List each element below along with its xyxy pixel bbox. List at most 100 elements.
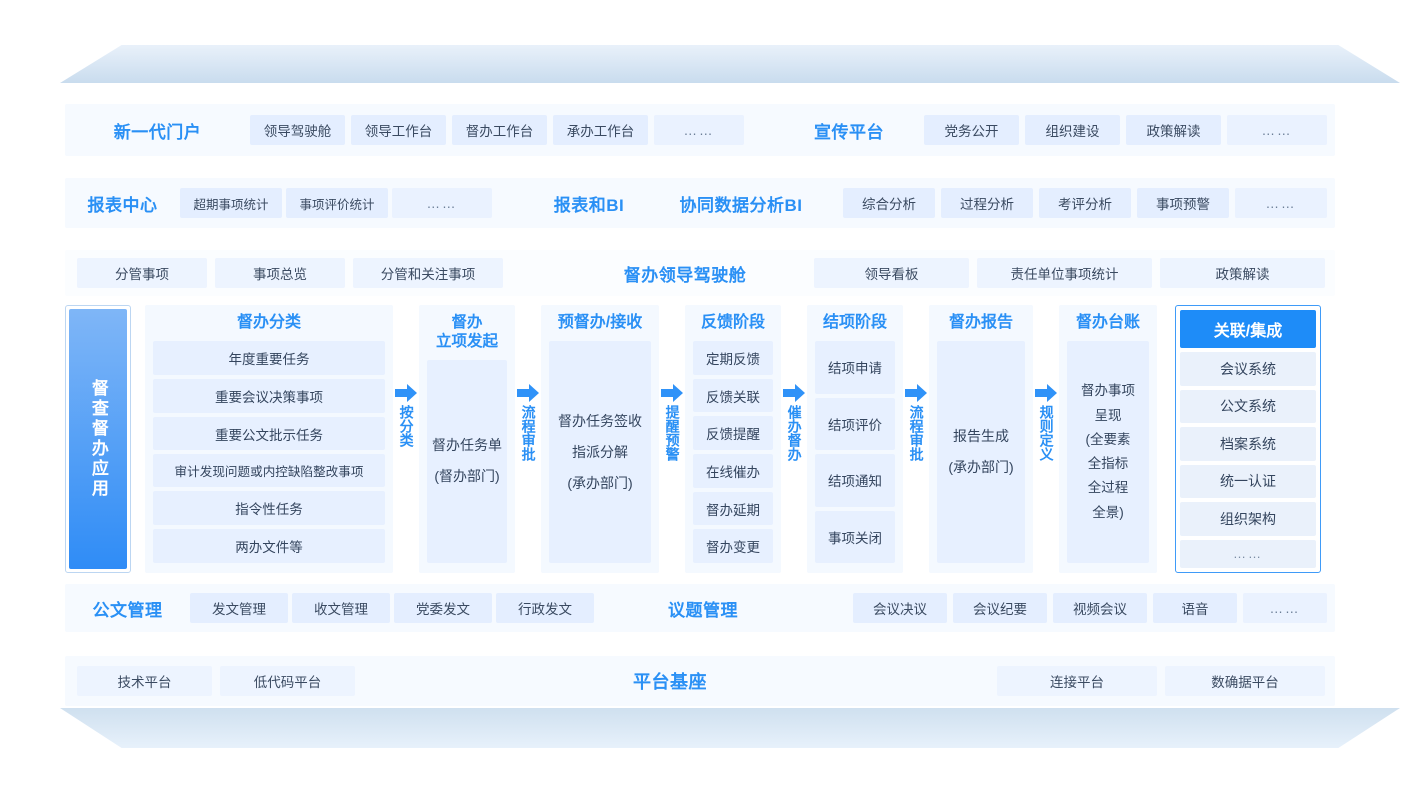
cell-closing-apply[interactable]: 结项申请 [815, 341, 895, 394]
chip-unit-item-stats[interactable]: 责任单位事项统计 [977, 258, 1152, 288]
cell-report-generate[interactable]: 报告生成 (承办部门) [937, 341, 1025, 563]
integration-panel: 关联/集成 会议系统 公文系统 档案系统 统一认证 组织架构 …… [1175, 305, 1321, 573]
cell-task-order[interactable]: 督办任务单 (督办部门) [427, 359, 507, 563]
platform-base-title: 平台基座 [633, 672, 707, 692]
column-report: 督办报告 报告生成 (承办部门) [929, 305, 1033, 573]
arrow-label-3: 提醒预警 [664, 405, 681, 461]
integration-document-system[interactable]: 公文系统 [1180, 389, 1316, 423]
cell-report-generate-line2: (承办部门) [948, 459, 1014, 475]
cell-feedback-reminder[interactable]: 反馈提醒 [693, 416, 773, 451]
chip-party-affairs[interactable]: 党务公开 [924, 115, 1019, 145]
cell-report-generate-line1: 报告生成 [953, 428, 1009, 444]
arrow-right-icon [783, 383, 805, 403]
chip-voice[interactable]: 语音 [1153, 593, 1237, 623]
chip-meeting-minutes[interactable]: 会议纪要 [953, 593, 1047, 623]
column-initiation-title: 督办 立项发起 [435, 314, 498, 351]
cell-periodic-feedback[interactable]: 定期反馈 [693, 341, 773, 375]
bottom-trapezoid-band [60, 708, 1400, 748]
row-cockpit: 分管事项 事项总览 分管和关注事项 督办领导驾驶舱 领导看板 责任单位事项统计 … [65, 250, 1335, 296]
column-classification-title: 督办分类 [236, 314, 301, 331]
chip-overdue-stats[interactable]: 超期事项统计 [180, 188, 282, 218]
chip-leader-cockpit[interactable]: 领导驾驶舱 [250, 115, 345, 145]
column-feedback: 反馈阶段 定期反馈 反馈关联 反馈提醒 在线催办 督办延期 督办变更 [685, 305, 781, 573]
chip-incoming-doc[interactable]: 收文管理 [292, 593, 390, 623]
chip-undertake-workbench[interactable]: 承办工作台 [553, 115, 648, 145]
chip-party-doc[interactable]: 党委发文 [394, 593, 492, 623]
chip-supervise-workbench[interactable]: 督办工作台 [452, 115, 547, 145]
chip-assigned-items[interactable]: 分管事项 [77, 258, 207, 288]
row-portal: 新一代门户 领导驾驶舱 领导工作台 督办工作台 承办工作台 …… 宣传平台 党务… [65, 104, 1335, 156]
integration-unified-auth[interactable]: 统一认证 [1180, 464, 1316, 498]
integration-org-structure[interactable]: 组织架构 [1180, 502, 1316, 536]
arrow-reminder-alert: 提醒预警 [659, 305, 685, 573]
cell-ledger-line3: (全要素 [1085, 431, 1131, 447]
cell-two-office-docs[interactable]: 两办文件等 [153, 529, 385, 563]
cell-task-signoff-line2: 指派分解 [572, 443, 628, 460]
arrow-by-classification: 按分类 [393, 305, 419, 573]
column-ledger: 督办台账 督办事项 呈现 (全要素 全指标 全过程 全景) [1059, 305, 1157, 573]
chip-video-conference[interactable]: 视频会议 [1053, 593, 1147, 623]
cell-annual-task[interactable]: 年度重要任务 [153, 341, 385, 375]
cell-task-signoff-line1: 督办任务签收 [558, 412, 642, 429]
chip-item-alert[interactable]: 事项预警 [1137, 188, 1229, 218]
chip-data-platform[interactable]: 数确据平台 [1165, 666, 1325, 696]
arrow-process-approval-1: 流程审批 [515, 305, 541, 573]
cell-supervision-change[interactable]: 督办变更 [693, 529, 773, 564]
integration-more[interactable]: …… [1180, 539, 1316, 568]
chip-portal-more[interactable]: …… [654, 115, 744, 145]
column-feedback-title: 反馈阶段 [700, 314, 765, 331]
chip-meeting-resolution[interactable]: 会议决议 [853, 593, 947, 623]
chip-policy-interpret-2[interactable]: 政策解读 [1160, 258, 1325, 288]
chip-assigned-followed-items[interactable]: 分管和关注事项 [353, 258, 503, 288]
chip-tech-platform[interactable]: 技术平台 [77, 666, 212, 696]
column-classification: 督办分类 年度重要任务 重要会议决策事项 重要公文批示任务 审计发现问题或内控缺… [145, 305, 393, 573]
arrow-label-6: 规则定义 [1038, 405, 1055, 461]
cell-item-close[interactable]: 事项关闭 [815, 510, 895, 563]
chip-org-building[interactable]: 组织建设 [1025, 115, 1120, 145]
arrow-label-5: 流程审批 [908, 405, 925, 461]
chip-report-more[interactable]: …… [392, 188, 492, 218]
integration-archive-system[interactable]: 档案系统 [1180, 427, 1316, 461]
integration-meeting-system[interactable]: 会议系统 [1180, 352, 1316, 386]
chip-item-eval-stats[interactable]: 事项评价统计 [286, 188, 388, 218]
cell-closing-notice[interactable]: 结项通知 [815, 454, 895, 507]
column-initiation: 督办 立项发起 督办任务单 (督办部门) [419, 305, 515, 573]
integration-panel-title: 关联/集成 [1180, 310, 1316, 348]
chip-promo-more[interactable]: …… [1227, 115, 1327, 145]
supervision-application-pill: 督查督办应用 [65, 305, 131, 573]
chip-leader-board[interactable]: 领导看板 [814, 258, 969, 288]
arrow-process-approval-2: 流程审批 [903, 305, 929, 573]
chip-items-overview[interactable]: 事项总览 [215, 258, 345, 288]
chip-comprehensive-analysis[interactable]: 综合分析 [843, 188, 935, 218]
cell-ledger-line4: 全指标 [1087, 456, 1129, 471]
cell-meeting-decision[interactable]: 重要会议决策事项 [153, 378, 385, 413]
cell-online-urge[interactable]: 在线催办 [693, 454, 773, 488]
row-document-management: 公文管理 发文管理 收文管理 党委发文 行政发文 议题管理 会议决议 会议纪要 … [65, 584, 1335, 632]
arrow-right-icon [905, 383, 927, 403]
column-closing: 结项阶段 结项申请 结项评价 结项通知 事项关闭 [807, 305, 903, 573]
chip-assessment-analysis[interactable]: 考评分析 [1039, 188, 1131, 218]
chip-admin-doc[interactable]: 行政发文 [496, 593, 594, 623]
chip-topic-more[interactable]: …… [1243, 593, 1327, 623]
cell-supervision-delay[interactable]: 督办延期 [693, 491, 773, 526]
chip-bi-more[interactable]: …… [1235, 188, 1327, 218]
cell-task-signoff[interactable]: 督办任务签收 指派分解 (承办部门) [549, 341, 651, 563]
cell-closing-eval[interactable]: 结项评价 [815, 397, 895, 450]
portal-title-left: 新一代门户 [113, 122, 202, 142]
cell-ledger-presentation[interactable]: 督办事项 呈现 (全要素 全指标 全过程 全景) [1067, 341, 1149, 563]
chip-outgoing-doc[interactable]: 发文管理 [190, 593, 288, 623]
chip-process-analysis[interactable]: 过程分析 [941, 188, 1033, 218]
cell-directive-task[interactable]: 指令性任务 [153, 491, 385, 526]
cell-task-signoff-line3: (承办部门) [567, 474, 633, 491]
chip-policy-interpret[interactable]: 政策解读 [1126, 115, 1221, 145]
cell-feedback-link[interactable]: 反馈关联 [693, 378, 773, 413]
chip-lowcode-platform[interactable]: 低代码平台 [220, 666, 355, 696]
cell-doc-instruction[interactable]: 重要公文批示任务 [153, 416, 385, 451]
chip-connect-platform[interactable]: 连接平台 [997, 666, 1157, 696]
row-platform-base: 技术平台 低代码平台 平台基座 连接平台 数确据平台 [65, 656, 1335, 706]
cell-task-order-line2: (督办部门) [434, 468, 500, 485]
chip-leader-workbench[interactable]: 领导工作台 [351, 115, 446, 145]
cell-audit-rectification[interactable]: 审计发现问题或内控缺陷整改事项 [153, 454, 385, 488]
arrow-label-2: 流程审批 [520, 405, 537, 461]
